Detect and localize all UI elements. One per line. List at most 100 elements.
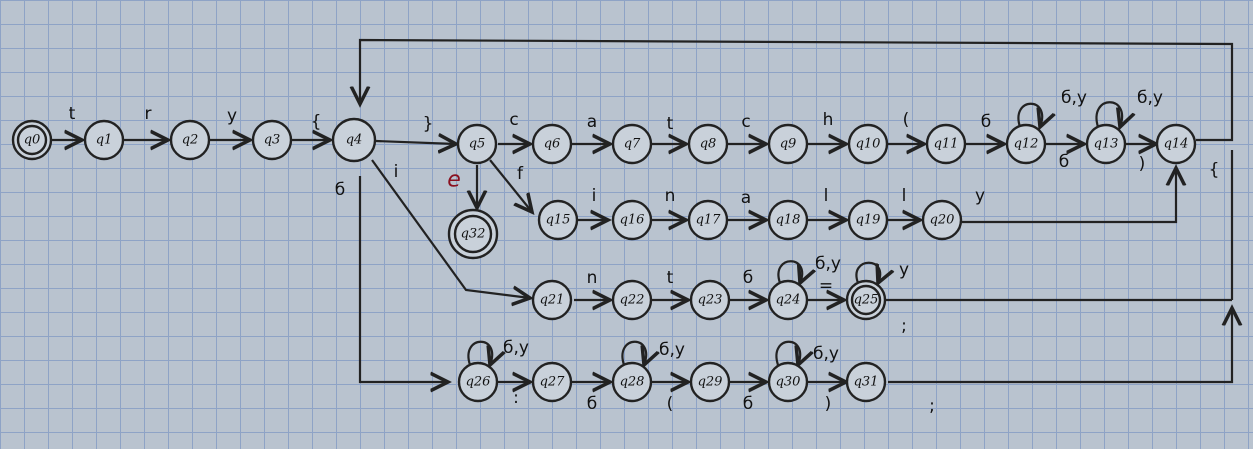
label-loop-q24: б,y bbox=[815, 254, 841, 274]
states: q0 q1 q2 q3 q4 q5 q6 q7 q8 q9 q10 q11 q1… bbox=[11, 117, 1197, 403]
svg-text:q4: q4 bbox=[346, 133, 363, 148]
label-l-q19-q20: l bbox=[902, 186, 907, 206]
label-i-q15-q16: i bbox=[592, 186, 597, 206]
state-q27: q27 bbox=[531, 361, 573, 403]
label-a-q6-q7: a bbox=[587, 112, 597, 132]
svg-text:q2: q2 bbox=[182, 133, 199, 148]
label-loop-q26: б,y bbox=[503, 338, 529, 358]
svg-text:q10: q10 bbox=[856, 137, 881, 152]
state-q9: q9 bbox=[767, 123, 809, 165]
state-q20: q20 bbox=[921, 199, 963, 241]
label-e-q5-q32: e bbox=[447, 168, 461, 193]
state-q22: q22 bbox=[611, 279, 653, 321]
state-q16: q16 bbox=[611, 199, 653, 241]
edge-q31-rail bbox=[888, 308, 1232, 384]
svg-text:q27: q27 bbox=[540, 375, 566, 390]
svg-text:q1: q1 bbox=[96, 133, 113, 148]
label-brace-open-q3-q4: { bbox=[311, 112, 322, 132]
state-q31: q31 bbox=[845, 361, 887, 403]
svg-text:q7: q7 bbox=[624, 137, 641, 152]
state-q26: q26 bbox=[457, 361, 499, 403]
loop-q24 bbox=[777, 260, 802, 283]
svg-text:q17: q17 bbox=[696, 213, 722, 228]
svg-text:q22: q22 bbox=[620, 293, 645, 308]
svg-text:q11: q11 bbox=[934, 137, 959, 152]
label-colon-q26-q27: : bbox=[513, 388, 519, 408]
svg-text:q32: q32 bbox=[461, 227, 486, 242]
svg-text:q6: q6 bbox=[544, 137, 561, 152]
state-q2: q2 bbox=[169, 119, 211, 161]
state-q23: q23 bbox=[689, 279, 731, 321]
svg-text:q29: q29 bbox=[698, 375, 723, 390]
svg-text:q12: q12 bbox=[1014, 137, 1039, 152]
label-b-q12-q13: б bbox=[1059, 152, 1069, 172]
state-q21: q21 bbox=[531, 279, 573, 321]
label-loop-q13: б,y bbox=[1137, 88, 1163, 108]
loop-q28 bbox=[621, 340, 646, 365]
state-q30: q30 bbox=[767, 361, 809, 403]
label-semicolon-q31: ; bbox=[929, 396, 935, 416]
svg-text:q24: q24 bbox=[776, 293, 801, 308]
svg-text:q30: q30 bbox=[776, 375, 801, 390]
label-l-q18-q19: l bbox=[824, 186, 829, 206]
state-q29: q29 bbox=[689, 361, 731, 403]
label-n-q16-q17: n bbox=[665, 186, 676, 206]
state-q1: q1 bbox=[83, 119, 125, 161]
svg-text:q0: q0 bbox=[24, 133, 41, 148]
edge-q4-q21 bbox=[371, 159, 530, 298]
label-r-q1-q2: r bbox=[145, 104, 152, 124]
state-q11: q11 bbox=[925, 123, 967, 165]
loop-q30 bbox=[775, 340, 800, 365]
svg-text:q15: q15 bbox=[546, 213, 571, 228]
svg-text:q3: q3 bbox=[264, 133, 281, 148]
label-y-q2-q3: y bbox=[227, 106, 237, 126]
state-q18: q18 bbox=[767, 199, 809, 241]
label-brace-close-q4-q5: } bbox=[423, 114, 434, 134]
label-eq-q24-q25: = bbox=[819, 276, 833, 296]
svg-text:q9: q9 bbox=[780, 137, 797, 152]
label-loop-q30: б,y bbox=[813, 344, 839, 364]
label-t-q22-q23: t bbox=[667, 268, 674, 288]
edge-q20-q14 bbox=[962, 168, 1176, 224]
edge-q14-return-top bbox=[360, 38, 1234, 142]
state-q3: q3 bbox=[251, 119, 293, 161]
svg-text:q19: q19 bbox=[856, 213, 881, 228]
state-q25: q25 bbox=[845, 279, 887, 321]
label-b-q23-q24: б bbox=[743, 268, 753, 288]
edges bbox=[52, 38, 1234, 384]
loop-q13 bbox=[1095, 101, 1123, 127]
label-c-q8-q9: c bbox=[741, 112, 750, 132]
state-q17: q17 bbox=[687, 199, 729, 241]
state-q13: q13 bbox=[1085, 123, 1127, 165]
label-paren-close-q30-q31: ) bbox=[825, 394, 832, 414]
label-n-q21-q22: n bbox=[587, 268, 598, 288]
loop-q25 bbox=[855, 261, 880, 283]
state-q19: q19 bbox=[847, 199, 889, 241]
edge-q4-q5 bbox=[375, 141, 456, 144]
labels: t r y { } c a t c h ( б б б,y б,y ) { e … bbox=[69, 88, 1220, 416]
label-b-q27-q28: б bbox=[587, 394, 597, 414]
svg-text:q18: q18 bbox=[776, 213, 801, 228]
svg-text:q26: q26 bbox=[466, 375, 491, 390]
edge-q5-q15 bbox=[489, 159, 532, 212]
label-y-q20: y bbox=[975, 186, 985, 206]
edge-q4-down bbox=[358, 176, 448, 382]
state-q10: q10 bbox=[847, 123, 889, 165]
loop-q12 bbox=[1017, 102, 1042, 127]
state-q4: q4 bbox=[331, 117, 377, 163]
state-q28: q28 bbox=[611, 361, 653, 403]
svg-text:q13: q13 bbox=[1094, 137, 1119, 152]
label-b-q4-down: б bbox=[335, 180, 345, 200]
state-q14: q14 bbox=[1155, 123, 1197, 165]
svg-text:q21: q21 bbox=[540, 293, 565, 308]
svg-text:q5: q5 bbox=[469, 137, 486, 152]
state-q32: q32 bbox=[447, 208, 499, 260]
label-loop-q25: y bbox=[899, 260, 909, 280]
state-q7: q7 bbox=[611, 123, 653, 165]
label-i-q4-q21: i bbox=[394, 162, 399, 182]
state-q15: q15 bbox=[537, 199, 579, 241]
svg-text:q16: q16 bbox=[620, 213, 645, 228]
svg-text:q14: q14 bbox=[1164, 137, 1189, 152]
label-brace-open-q14: { bbox=[1209, 160, 1220, 180]
